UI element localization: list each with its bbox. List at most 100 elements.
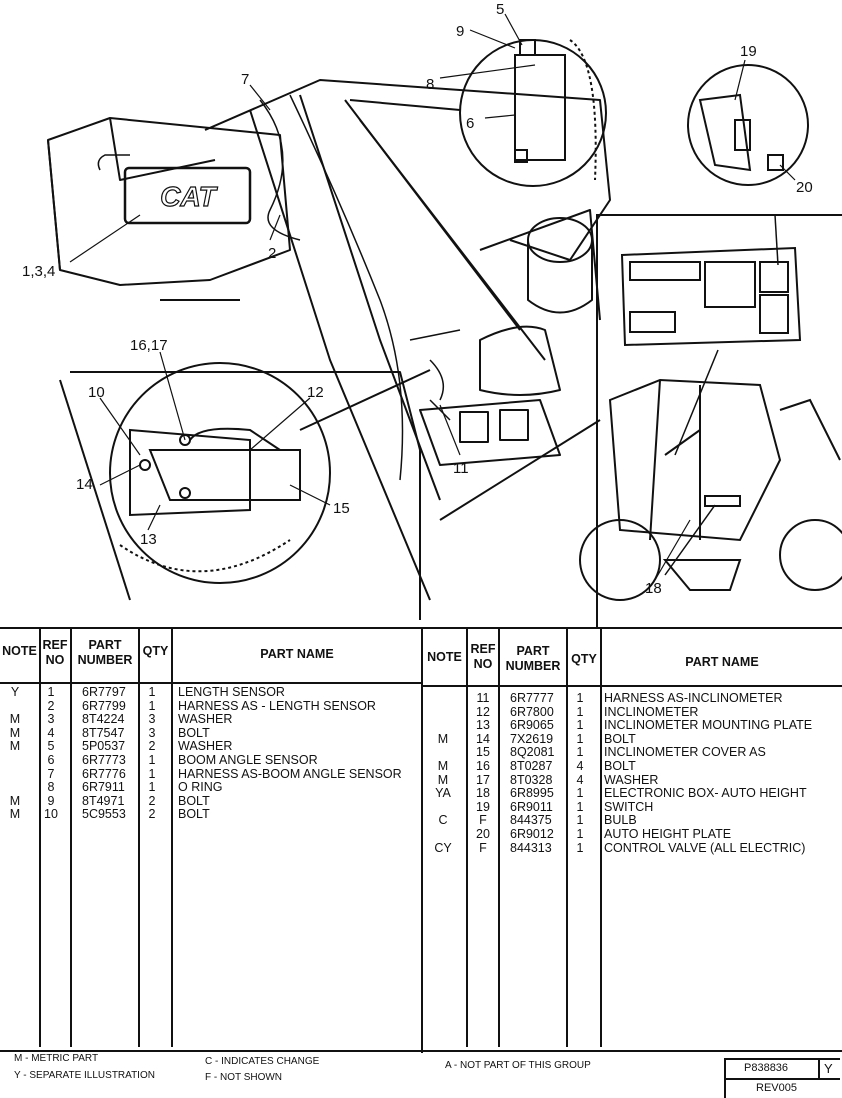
cell-name: WASHER (178, 712, 233, 727)
cell-part: 8T4971 (82, 793, 125, 808)
cell-name: BOLT (604, 758, 636, 773)
callout-14: 14 (76, 476, 93, 493)
cell-qty: 1 (576, 704, 584, 719)
cell-part: 6R8995 (510, 786, 554, 801)
callout-8: 8 (426, 76, 434, 93)
cell-name: BOLT (604, 731, 636, 746)
cell-qty: 1 (148, 752, 156, 767)
callout-11: 11 (453, 460, 469, 477)
table-row: 6 6R7773 1 BOOM ANGLE SENSOR (0, 752, 422, 768)
table-row: Y 1 6R7797 1 LENGTH SENSOR (0, 685, 422, 700)
cell-qty: 1 (576, 840, 584, 855)
cell-ref: 7 (47, 766, 55, 781)
callout-labels: 5 9 8 6 7 1,3,4 2 19 20 16,17 12 10 14 1… (22, 1, 813, 597)
cell-part: 6R7797 (82, 685, 126, 699)
cell-part: 844375 (510, 813, 552, 828)
document-id-box: P838836 Y REV005 (724, 1058, 840, 1098)
callout-15: 15 (333, 500, 350, 517)
detail-switch (687, 64, 809, 186)
cell-name: BOOM ANGLE SENSOR (178, 752, 318, 767)
svg-text:CAT: CAT (160, 181, 218, 212)
cell-qty: 2 (148, 793, 156, 808)
cell-qty: 4 (576, 772, 584, 787)
cell-name: BOLT (178, 807, 210, 822)
header-note-left: NOTE (2, 644, 37, 658)
cell-qty: 1 (148, 698, 156, 713)
cell-name: HARNESS AS-INCLINOMETER (604, 691, 783, 705)
cell-ref: 10 (44, 807, 58, 822)
cell-note: Y (10, 685, 20, 699)
cell-part: 6R7800 (510, 704, 554, 719)
callout-10: 10 (88, 384, 105, 401)
cell-ref: 20 (476, 826, 490, 841)
callout-5: 5 (496, 1, 504, 18)
parts-illustration: CAT (22, 1, 842, 627)
cell-name: AUTO HEIGHT PLATE (604, 826, 732, 841)
cell-ref: F (479, 813, 487, 828)
callout-2: 2 (268, 245, 276, 262)
cell-name: CONTROL VALVE (ALL ELECTRIC) (604, 840, 806, 855)
cell-name: HARNESS AS - LENGTH SENSOR (178, 698, 376, 713)
boom-arm (204, 79, 611, 261)
cell-part: 6R7799 (82, 698, 126, 713)
header-part-name-left: PART NAME (260, 647, 334, 661)
callout-12: 12 (307, 384, 324, 401)
header-note-right: NOTE (427, 650, 462, 664)
callout-20: 20 (796, 179, 813, 196)
cell-note: M (437, 731, 449, 746)
cell-qty: 2 (148, 739, 156, 754)
cell-part: 6R7911 (82, 780, 125, 795)
doc-revision: REV005 (756, 1082, 797, 1094)
callout-6: 6 (466, 115, 474, 132)
cell-part: 844313 (510, 840, 552, 855)
cell-ref: 2 (47, 698, 55, 713)
cell-part: 5C9553 (82, 807, 126, 822)
callout-19: 19 (740, 43, 757, 60)
cell-name: WASHER (178, 739, 233, 754)
cell-name: LENGTH SENSOR (178, 685, 285, 699)
cell-qty: 1 (148, 766, 156, 781)
legend-change: C - INDICATES CHANGE (205, 1056, 320, 1067)
detail-boom-angle-sensor (349, 39, 607, 187)
cell-qty: 1 (576, 813, 584, 828)
legend-not-part: A - NOT PART OF THIS GROUP (445, 1060, 591, 1071)
cell-qty: 1 (576, 745, 584, 760)
callout-13: 13 (140, 531, 157, 548)
table-row: M 17 8T0328 4 WASHER (422, 772, 842, 788)
cell-qty: 1 (148, 685, 156, 699)
cell-ref: 6 (47, 752, 55, 767)
cell-name: INCLINOMETER COVER AS (604, 745, 766, 760)
cell-part: 8T0328 (510, 772, 553, 787)
cell-note: M (9, 712, 21, 727)
cell-part: 6R7773 (82, 752, 126, 767)
cell-ref: 17 (476, 772, 490, 787)
cell-name: INCLINOMETER MOUNTING PLATE (604, 718, 813, 733)
cell-ref: 8 (47, 780, 55, 795)
callout-1-3-4: 1,3,4 (22, 263, 55, 280)
cell-ref: 14 (476, 731, 490, 746)
cell-name: INCLINOMETER (604, 704, 699, 719)
cell-note: M (9, 807, 21, 822)
cell-ref: 4 (47, 725, 55, 740)
inset-cab-view (579, 214, 842, 627)
cell-note: M (9, 793, 21, 808)
cell-note: M (9, 725, 21, 740)
cell-qty: 2 (148, 807, 156, 822)
cell-note: M (437, 772, 449, 787)
cell-qty: 3 (148, 725, 156, 740)
cell-ref: 13 (476, 718, 490, 733)
callout-18: 18 (645, 580, 662, 597)
cell-name: WASHER (604, 772, 659, 787)
cell-ref: 1 (47, 685, 55, 699)
cell-part: 8T4224 (82, 712, 125, 727)
